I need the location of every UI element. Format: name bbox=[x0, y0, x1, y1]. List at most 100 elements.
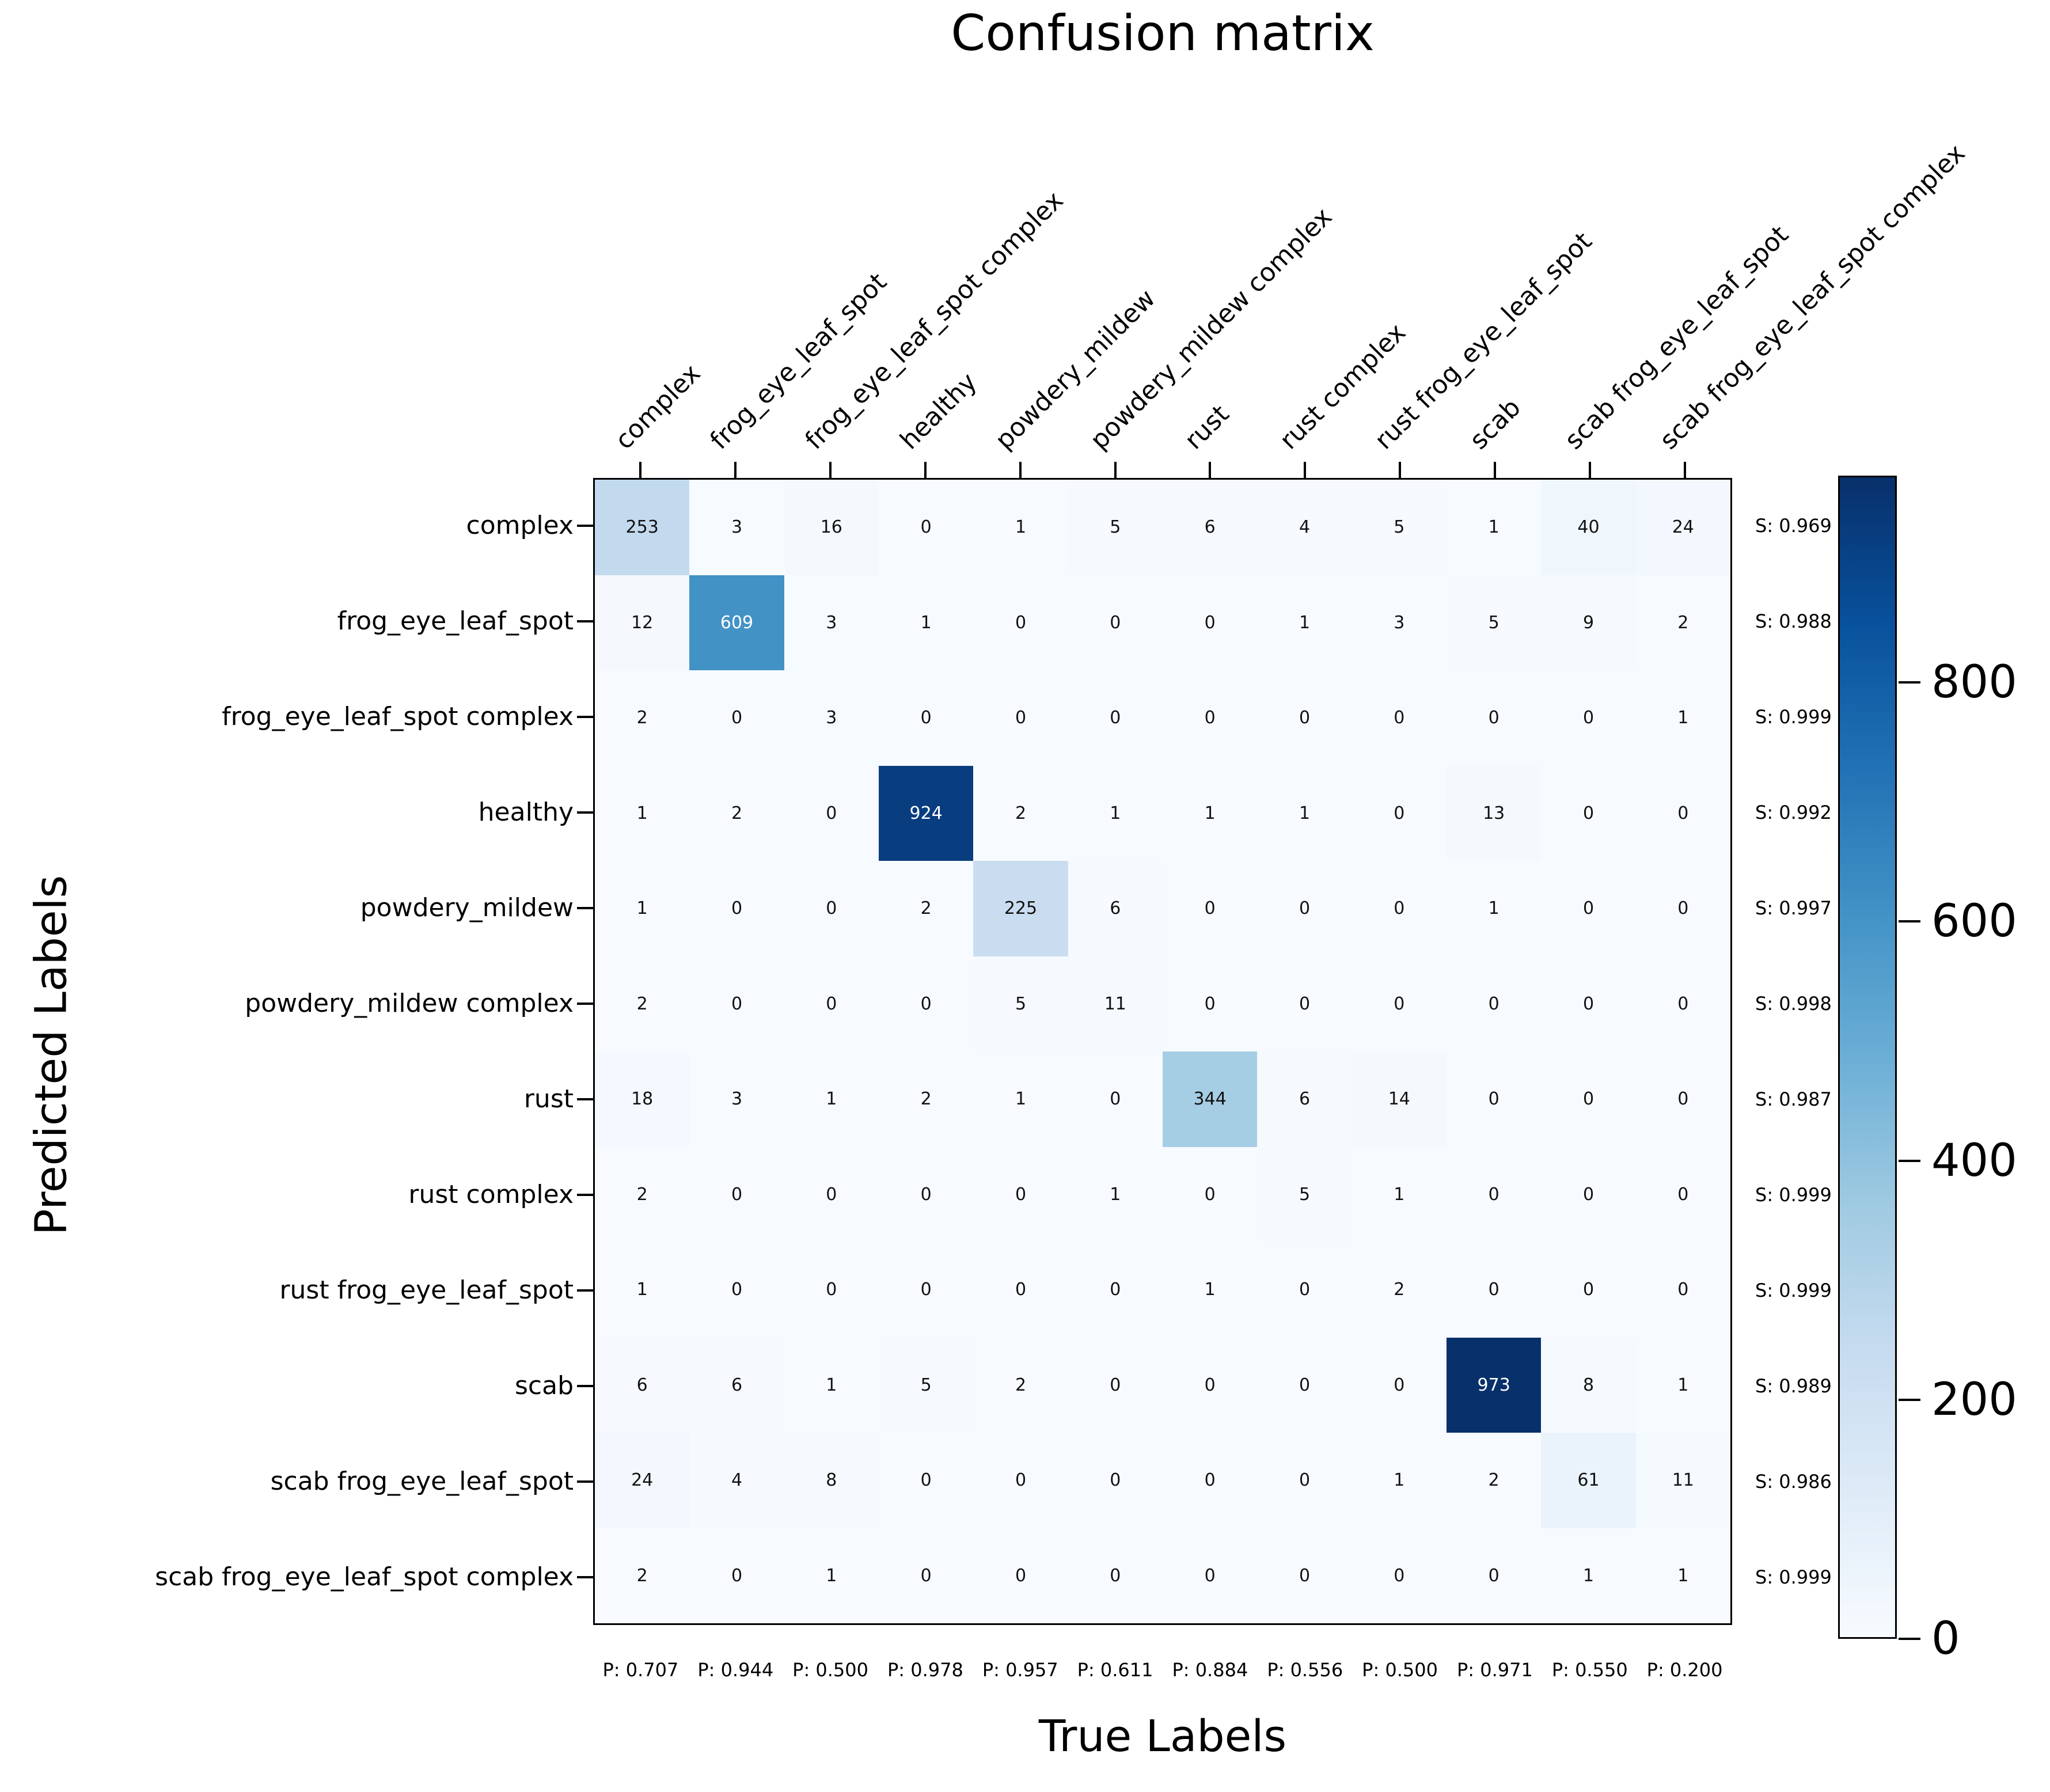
matrix-cell: 2 bbox=[878, 1051, 974, 1147]
matrix-cell: 0 bbox=[878, 1433, 974, 1528]
matrix-cell: 0 bbox=[878, 1242, 974, 1338]
matrix-cell: 1 bbox=[973, 1051, 1068, 1147]
colorbar-tick-label: 800 bbox=[1931, 656, 2017, 709]
matrix-cell: 344 bbox=[1162, 1051, 1258, 1147]
matrix-cell: 24 bbox=[1635, 480, 1730, 575]
matrix-cell: 0 bbox=[973, 670, 1068, 766]
matrix-cell: 0 bbox=[689, 1528, 784, 1623]
matrix-cell: 3 bbox=[784, 575, 879, 670]
matrix-cell: 1 bbox=[1068, 765, 1163, 861]
matrix-cell: 0 bbox=[1541, 1146, 1636, 1242]
col-precision: P: 0.200 bbox=[1646, 1659, 1723, 1681]
colorbar-tick-label: 0 bbox=[1931, 1613, 1960, 1665]
matrix-cell: 14 bbox=[1352, 1051, 1447, 1147]
matrix-cell: 0 bbox=[1257, 670, 1352, 766]
matrix-cell: 2 bbox=[973, 765, 1068, 861]
matrix-cell: 0 bbox=[1162, 1146, 1258, 1242]
matrix-cell: 61 bbox=[1541, 1433, 1636, 1528]
matrix-cell: 1 bbox=[1446, 861, 1542, 956]
y-tick bbox=[577, 620, 593, 622]
matrix-cell: 1 bbox=[1162, 1242, 1258, 1338]
matrix-cell: 0 bbox=[689, 670, 784, 766]
x-tick bbox=[1683, 462, 1686, 478]
x-tick bbox=[1399, 462, 1402, 478]
y-tick bbox=[577, 1480, 593, 1483]
x-tick-label: complex bbox=[609, 358, 707, 455]
matrix-cell: 40 bbox=[1541, 480, 1636, 575]
y-tick-label: rust complex bbox=[408, 1180, 574, 1209]
row-sensitivity: S: 0.999 bbox=[1755, 706, 1832, 728]
y-tick-label: complex bbox=[466, 511, 574, 540]
y-tick bbox=[577, 811, 593, 814]
matrix-cell: 0 bbox=[1257, 1433, 1352, 1528]
matrix-cell: 253 bbox=[595, 480, 690, 575]
matrix-cell: 2 bbox=[689, 765, 784, 861]
matrix-cell: 0 bbox=[784, 956, 879, 1051]
matrix-cell: 6 bbox=[689, 1337, 784, 1433]
matrix-cell: 0 bbox=[1352, 765, 1447, 861]
col-precision: P: 0.611 bbox=[1077, 1659, 1153, 1681]
matrix-cell: 3 bbox=[689, 1051, 784, 1147]
matrix-cell: 4 bbox=[1257, 480, 1352, 575]
row-sensitivity: S: 0.986 bbox=[1755, 1471, 1832, 1493]
matrix-cell: 0 bbox=[878, 956, 974, 1051]
matrix-cell: 6 bbox=[1257, 1051, 1352, 1147]
matrix-cell: 11 bbox=[1068, 956, 1163, 1051]
x-tick-label: powdery_mildew bbox=[989, 283, 1161, 455]
matrix-cell: 0 bbox=[1068, 1433, 1163, 1528]
matrix-cell: 0 bbox=[1352, 861, 1447, 956]
matrix-cell: 0 bbox=[784, 1146, 879, 1242]
col-precision: P: 0.707 bbox=[602, 1659, 679, 1681]
y-tick bbox=[577, 907, 593, 909]
row-sensitivity: S: 0.999 bbox=[1755, 1184, 1832, 1206]
y-tick bbox=[577, 1098, 593, 1100]
matrix-cell: 1 bbox=[1257, 765, 1352, 861]
matrix-cell: 5 bbox=[1446, 575, 1542, 670]
row-sensitivity: S: 0.988 bbox=[1755, 610, 1832, 632]
row-sensitivity: S: 0.992 bbox=[1755, 802, 1832, 823]
matrix-cell: 1 bbox=[784, 1337, 879, 1433]
y-tick bbox=[577, 1289, 593, 1292]
matrix-cell: 0 bbox=[1257, 1528, 1352, 1623]
matrix-cell: 0 bbox=[1541, 670, 1636, 766]
row-sensitivity: S: 0.997 bbox=[1755, 897, 1832, 919]
colorbar-tick bbox=[1899, 1398, 1920, 1401]
matrix-cell: 0 bbox=[1068, 670, 1163, 766]
row-sensitivity: S: 0.999 bbox=[1755, 1280, 1832, 1301]
matrix-cell: 0 bbox=[1541, 956, 1636, 1051]
col-precision: P: 0.556 bbox=[1267, 1659, 1343, 1681]
y-tick bbox=[577, 1576, 593, 1578]
colorbar bbox=[1838, 476, 1897, 1639]
x-tick bbox=[1588, 462, 1591, 478]
matrix-cell: 2 bbox=[1352, 1242, 1447, 1338]
matrix-cell: 0 bbox=[1541, 1051, 1636, 1147]
matrix-cell: 1 bbox=[1257, 575, 1352, 670]
matrix-cell: 0 bbox=[1635, 956, 1730, 1051]
matrix-cell: 1 bbox=[1635, 670, 1730, 766]
matrix-cell: 0 bbox=[689, 1242, 784, 1338]
colorbar-tick-label: 600 bbox=[1931, 895, 2017, 948]
matrix-cell: 0 bbox=[689, 956, 784, 1051]
matrix-cell: 2 bbox=[878, 861, 974, 956]
colorbar-tick bbox=[1899, 920, 1920, 923]
x-tick bbox=[734, 462, 737, 478]
colorbar-tick-label: 200 bbox=[1931, 1373, 2017, 1426]
y-tick-label: healthy bbox=[478, 798, 574, 827]
matrix-cell: 3 bbox=[689, 480, 784, 575]
matrix-cell: 0 bbox=[1446, 1146, 1542, 1242]
y-tick-label: frog_eye_leaf_spot complex bbox=[222, 702, 574, 731]
x-tick bbox=[1019, 462, 1022, 478]
x-tick-label: rust bbox=[1179, 399, 1235, 455]
matrix-cell: 0 bbox=[973, 575, 1068, 670]
matrix-cell: 9 bbox=[1541, 575, 1636, 670]
col-precision: P: 0.957 bbox=[982, 1659, 1058, 1681]
matrix-cell: 0 bbox=[689, 1146, 784, 1242]
matrix-cell: 609 bbox=[689, 575, 784, 670]
matrix-cell: 2 bbox=[1446, 1433, 1542, 1528]
matrix-cell: 0 bbox=[1635, 1051, 1730, 1147]
col-precision: P: 0.971 bbox=[1456, 1659, 1533, 1681]
colorbar-tick bbox=[1899, 1638, 1920, 1640]
matrix-cell: 1 bbox=[1635, 1528, 1730, 1623]
